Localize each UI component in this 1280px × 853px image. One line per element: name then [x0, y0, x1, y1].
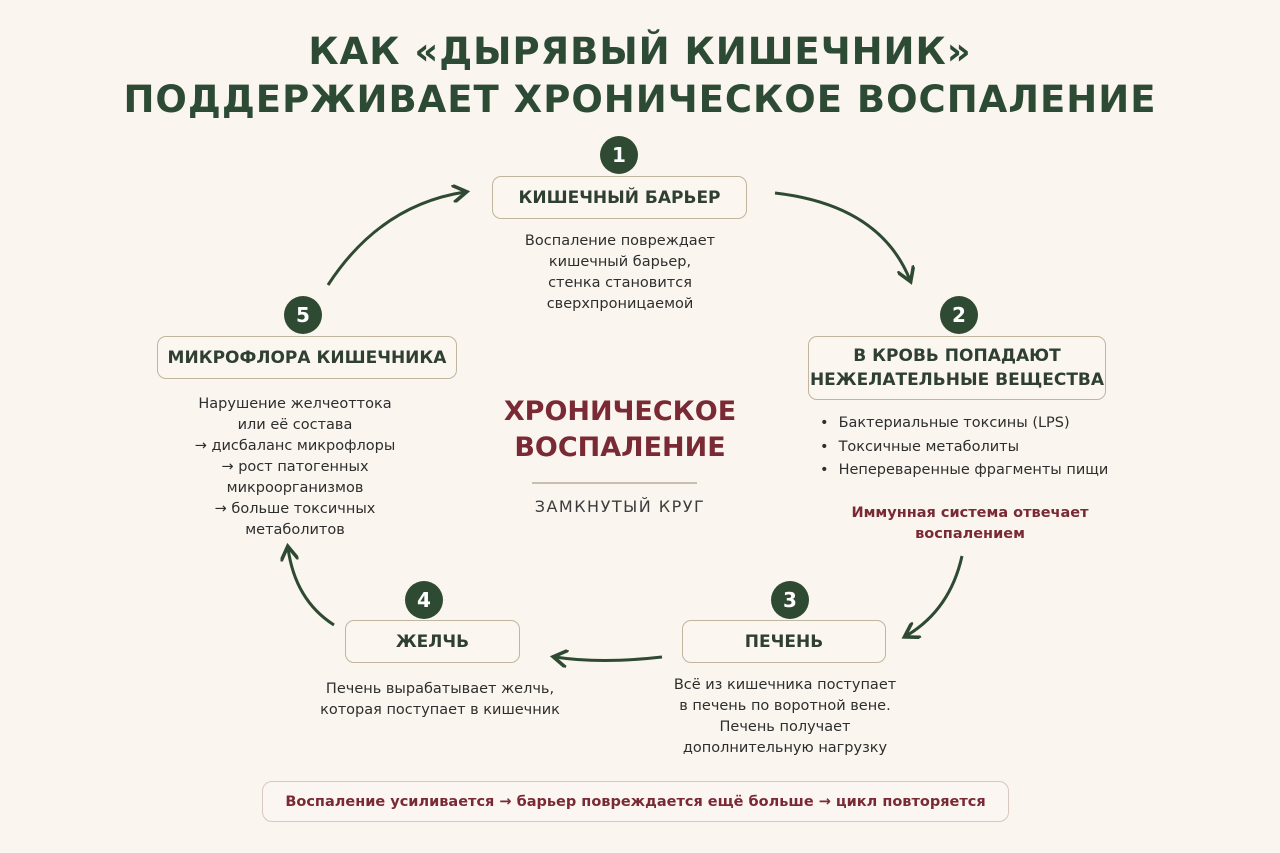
arrow-5-to-1 — [326, 192, 465, 286]
step-3-badge: 3 — [771, 581, 809, 619]
step-5-description: Нарушение желчеоттока или её состава → д… — [194, 396, 396, 538]
step-3-box: ПЕЧЕНЬ — [682, 620, 886, 663]
step-5-badge: 5 — [284, 296, 322, 334]
step-2-immune-note: Иммунная система отвечает воспалением — [851, 505, 1089, 542]
center-subtitle: ЗАМКНУТЫЙ КРУГ — [534, 497, 706, 516]
step-4-description: Печень вырабатывает желчь, которая посту… — [320, 681, 560, 718]
step-2-badge: 2 — [940, 296, 978, 334]
page-title-line2: ПОДДЕРЖИВАЕТ ХРОНИЧЕСКОЕ ВОСПАЛЕНИЕ — [123, 78, 1157, 121]
step-3-label: ПЕЧЕНЬ — [744, 631, 824, 652]
step-1-description: Воспаление повреждает кишечный барьер, с… — [524, 233, 716, 312]
center-divider — [532, 482, 697, 484]
step-4-badge: 4 — [405, 581, 443, 619]
step-2-label-line1: В КРОВЬ ПОПАДАЮТ — [853, 346, 1061, 366]
arrow-2-to-3 — [906, 555, 964, 636]
center-title: ХРОНИЧЕСКОЕ ВОСПАЛЕНИЕ — [503, 396, 737, 463]
step-2-label-line2: НЕЖЕЛАТЕЛЬНЫЕ ВЕЩЕСТВА — [809, 370, 1105, 390]
cycle-summary-box: Воспаление усиливается → барьер поврежда… — [262, 781, 1009, 822]
arrow-1-to-2 — [774, 191, 910, 280]
arrow-4-to-5 — [288, 548, 335, 627]
step-2-bullet-list: Бактериальные токсины (LPS) Токсичные ме… — [820, 412, 1109, 483]
step-1-label: КИШЕЧНЫЙ БАРЬЕР — [518, 187, 721, 208]
list-item: Токсичные метаболиты — [820, 436, 1108, 460]
step-1-badge: 1 — [600, 136, 638, 174]
cycle-summary-text: Воспаление усиливается → барьер поврежда… — [285, 793, 986, 810]
step-4-label: ЖЕЛЧЬ — [395, 631, 470, 652]
step-4-box: ЖЕЛЧЬ — [345, 620, 520, 663]
step-5-label: МИКРОФЛОРА КИШЕЧНИКА — [167, 347, 447, 368]
page-title-line1: КАК «ДЫРЯВЫЙ КИШЕЧНИК» — [308, 30, 972, 73]
step-5-box: МИКРОФЛОРА КИШЕЧНИКА — [157, 336, 457, 379]
step-1-box: КИШЕЧНЫЙ БАРЬЕР — [492, 176, 747, 219]
list-item: Бактериальные токсины (LPS) — [820, 412, 1108, 436]
arrow-3-to-4 — [555, 657, 663, 661]
list-item: Непереваренные фрагменты пищи — [820, 459, 1109, 483]
step-3-description: Всё из кишечника поступает в печень по в… — [673, 677, 897, 756]
step-2-box: В КРОВЬ ПОПАДАЮТ НЕЖЕЛАТЕЛЬНЫЕ ВЕЩЕСТВА — [808, 336, 1106, 400]
